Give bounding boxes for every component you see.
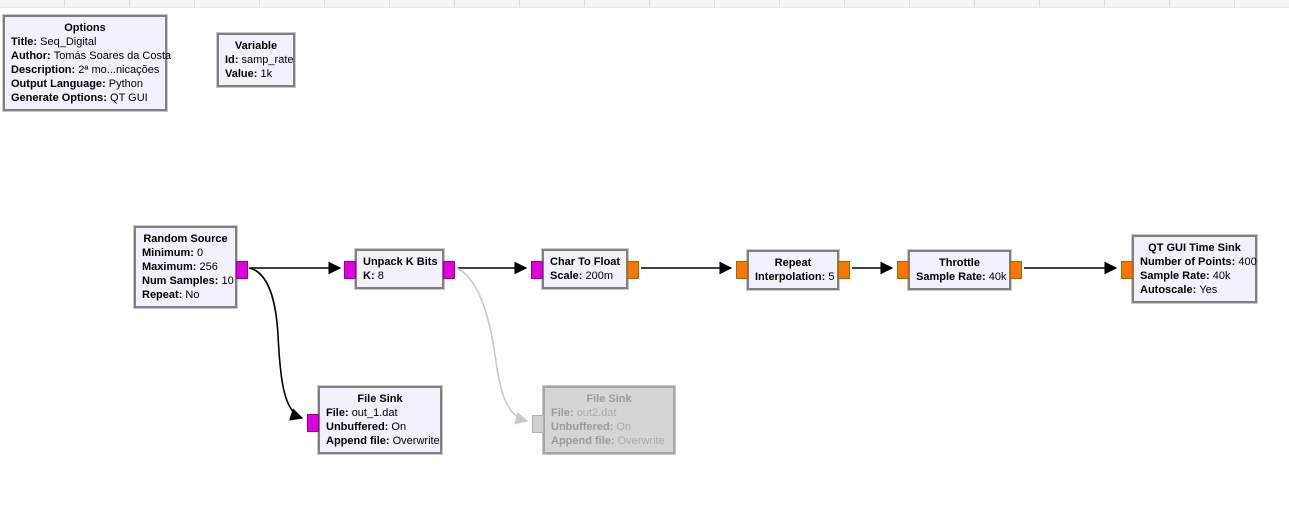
param-value: 10 [221,275,234,287]
block-file-sink-1[interactable]: File Sink Fileout_1.dat UnbufferedOn App… [307,386,442,454]
block-title: Repeat [774,257,812,269]
param-value: 200m [585,270,614,282]
param-value: samp_rate [241,54,294,66]
param-label: Unbuffered [326,421,391,433]
param-value: 400 [1238,256,1257,268]
input-port-byte[interactable] [344,261,356,279]
toolbar-edge-strip [0,0,1289,8]
param-label: Sample Rate [916,271,989,283]
param-value: Seq_Digital [40,36,97,48]
param-value: 40k [1212,270,1231,282]
param-label: Interpolation [755,271,828,283]
param-value: QT GUI [110,92,148,104]
param-value: No [185,289,200,301]
output-port-byte[interactable] [443,261,455,279]
output-port-float[interactable] [1010,261,1022,279]
param-label: Minimum [142,247,197,259]
block-random-source[interactable]: Random Source Minimum0 Maximum256 Num Sa… [134,226,248,308]
block-title: Random Source [143,233,228,245]
param-label: Append file [326,435,393,447]
param-label: Sample Rate [1140,270,1213,282]
param-value: 5 [828,271,835,283]
param-label: Id [225,54,242,66]
block-repeat[interactable]: Repeat Interpolation5 [736,250,850,290]
block-title: Variable [234,40,278,52]
param-label: Unbuffered [551,421,616,433]
connection-unpack-k-bits-to-file-sink-2-disabled[interactable] [456,267,529,425]
param-value: Tomás Soares da Costa [53,50,172,62]
param-label: Number of Points [1140,256,1238,268]
block-title: Options [64,22,106,34]
input-port-disabled[interactable] [532,415,544,433]
param-label: Autoscale [1140,284,1199,296]
block-title: Char To Float [550,256,621,268]
input-port-float[interactable] [1121,261,1133,279]
block-qt-gui-time-sink[interactable]: QT GUI Time Sink Number of Points400 Sam… [1121,235,1257,303]
block-title: Unpack K Bits [363,256,438,268]
param-value: On [391,421,407,433]
param-value: Python [108,78,144,90]
param-label: Output Language [11,78,109,90]
param-value: 40k [988,271,1007,283]
block-options[interactable]: Options TitleSeq_Digital AuthorTomás Soa… [3,15,171,111]
param-label: Append file [551,435,618,447]
input-port-float[interactable] [897,261,909,279]
param-label: Author [11,50,54,62]
param-value: Yes [1199,284,1218,296]
block-title: QT GUI Time Sink [1148,242,1241,254]
block-throttle[interactable]: Throttle Sample Rate40k [897,250,1022,290]
input-port-byte[interactable] [307,414,319,432]
param-label: Num Samples [142,275,221,287]
param-label: File [326,407,352,419]
param-value: out2.dat [576,407,617,419]
param-value: 2ª mo...nicações [78,64,160,76]
block-file-sink-2-disabled[interactable]: File Sink Fileout2.dat UnbufferedOn Appe… [532,386,675,454]
block-unpack-k-bits[interactable]: Unpack K Bits K8 [344,249,455,289]
block-title: Throttle [939,257,980,269]
param-label: Value [225,68,260,80]
param-label: Scale [550,270,585,282]
connection-random-source-to-file-sink-1[interactable] [248,267,304,421]
param-label: Repeat [142,289,185,301]
output-port-float[interactable] [838,261,850,279]
output-port-byte[interactable] [236,261,248,279]
block-title: File Sink [357,393,403,405]
param-value: 1k [260,68,273,80]
param-label: Description [11,64,78,76]
param-value: Overwrite [617,435,665,447]
block-variable[interactable]: Variable Idsamp_rate Value1k [217,33,295,87]
param-value: Overwrite [392,435,440,447]
param-value: 8 [377,270,384,282]
param-label: File [551,407,577,419]
input-port-byte[interactable] [531,261,543,279]
param-value: out_1.dat [351,407,398,419]
param-label: Title [11,36,40,48]
param-label: Generate Options [11,92,110,104]
param-label: Maximum [142,261,199,273]
block-char-to-float[interactable]: Char To Float Scale200m [531,249,639,289]
param-value: On [616,421,632,433]
param-value: 0 [197,247,204,259]
output-port-float[interactable] [627,261,639,279]
param-value: 256 [199,261,218,273]
block-title: File Sink [586,393,632,405]
param-label: K [363,270,378,282]
input-port-float[interactable] [736,261,748,279]
